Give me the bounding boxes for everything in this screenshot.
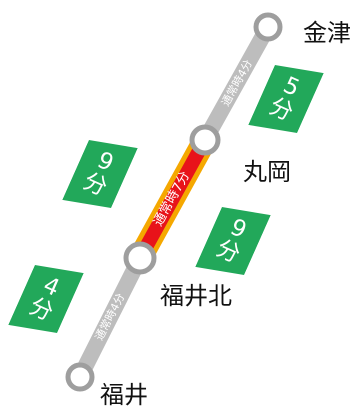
route-line-fukuikita-fukui bbox=[72, 250, 148, 385]
station-label-maruoka: 丸岡 bbox=[243, 158, 291, 186]
station-label-fukuikita: 福井北 bbox=[160, 282, 232, 310]
segment-label-aizu-maruoka: 通常時4分 bbox=[219, 58, 255, 109]
route-line-aizu-maruoka bbox=[197, 19, 276, 148]
route-line-maruoka-fukuikita bbox=[133, 136, 212, 262]
station-node-fukui[interactable] bbox=[65, 362, 95, 392]
station-node-aizu[interactable] bbox=[253, 12, 283, 42]
station-node-fukuikita[interactable] bbox=[123, 241, 157, 275]
station-node-maruoka[interactable] bbox=[189, 124, 221, 156]
station-label-fukui: 福井 bbox=[100, 381, 148, 409]
station-label-aizu: 金津 bbox=[303, 19, 351, 47]
